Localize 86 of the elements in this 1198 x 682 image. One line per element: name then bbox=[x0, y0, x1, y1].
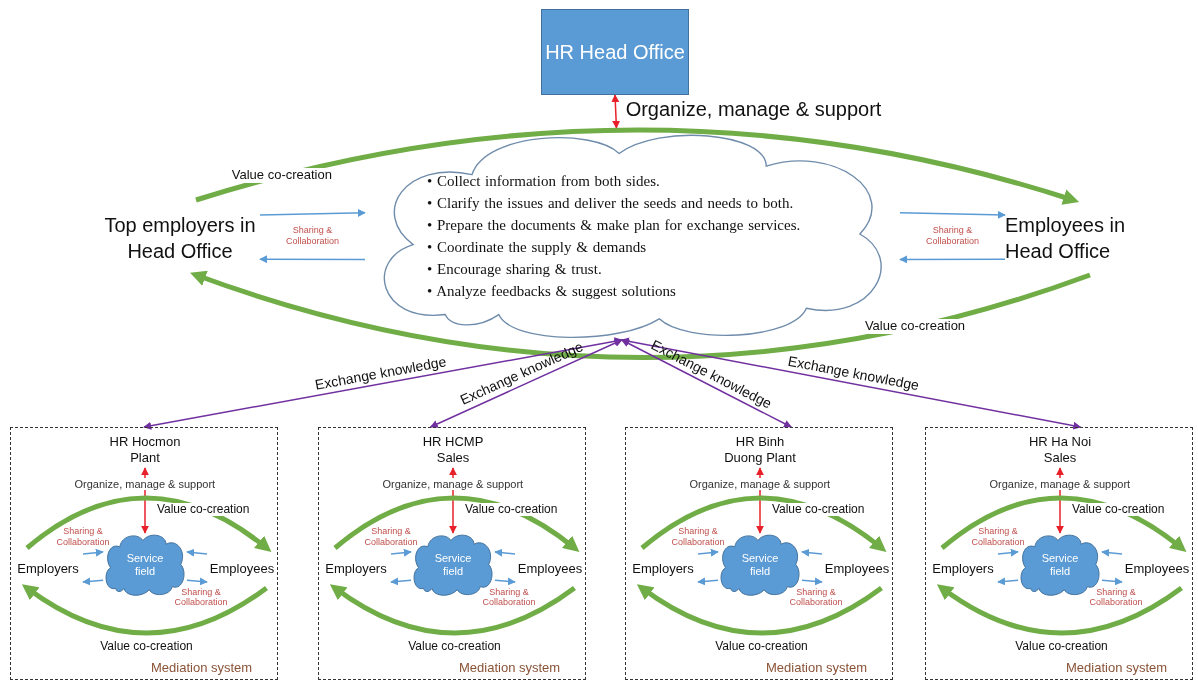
cloud-label: Service field bbox=[125, 551, 165, 578]
panel-title: HR Ha Noi Sales bbox=[1028, 434, 1092, 465]
role-label: Employees in Head Office bbox=[1005, 212, 1127, 264]
edge-label: Value co-creation bbox=[1069, 502, 1167, 517]
curved-arrow bbox=[636, 584, 883, 636]
arrow bbox=[82, 548, 104, 557]
arrow bbox=[494, 577, 516, 586]
double-arrow bbox=[429, 339, 623, 428]
arrow bbox=[259, 208, 366, 217]
curved-arrow bbox=[21, 584, 268, 636]
panel-title: HR Binh Duong Plant bbox=[724, 434, 796, 465]
edge-label: Organize, manage & support bbox=[380, 477, 526, 491]
role-label: Employees bbox=[517, 560, 583, 576]
role-label: Employers bbox=[17, 560, 79, 576]
edge-label: Organize, manage & support bbox=[987, 477, 1133, 491]
arrow bbox=[697, 577, 719, 586]
panel-caption: Mediation system bbox=[766, 660, 868, 675]
edge-label: Sharing & Collaboration bbox=[173, 586, 229, 608]
arrow bbox=[801, 548, 823, 557]
arrow bbox=[997, 548, 1019, 557]
arrow bbox=[390, 577, 412, 586]
edge-label: Sharing & Collaboration bbox=[1088, 586, 1144, 608]
role-label: Employers bbox=[325, 560, 387, 576]
arrow bbox=[494, 548, 516, 557]
curved-arrow bbox=[189, 270, 1091, 360]
curved-arrow bbox=[329, 584, 576, 636]
arrow bbox=[697, 548, 719, 557]
cloud-label: Service field bbox=[740, 551, 780, 578]
edge-label: Value co-creation bbox=[154, 502, 252, 517]
arrow bbox=[390, 548, 412, 557]
cloud-label: Service field bbox=[1040, 551, 1080, 578]
panel-caption: Mediation system bbox=[151, 660, 253, 675]
arrow bbox=[899, 210, 1006, 219]
bullet-item: • Collect information from both sides. bbox=[427, 172, 661, 191]
panel-caption: Mediation system bbox=[459, 660, 561, 675]
edge-label: Sharing & Collaboration bbox=[670, 526, 726, 548]
role-label: Top employers in Head Office bbox=[103, 212, 257, 264]
process-box: HR Head Office bbox=[541, 9, 689, 95]
curved-arrow bbox=[940, 495, 1187, 552]
edge-label: Sharing & Collaboration bbox=[924, 225, 980, 247]
bullet-item: • Coordinate the supply & demands bbox=[427, 238, 647, 257]
edge-label: Sharing & Collaboration bbox=[284, 225, 340, 247]
edge-label: Sharing & Collaboration bbox=[55, 526, 111, 548]
role-label: Employers bbox=[632, 560, 694, 576]
double-arrow bbox=[621, 339, 792, 428]
curved-arrow bbox=[25, 495, 272, 552]
arrow bbox=[186, 548, 208, 557]
panel-caption: Mediation system bbox=[1066, 660, 1168, 675]
role-label: Employers bbox=[932, 560, 994, 576]
curved-arrow bbox=[640, 495, 887, 552]
arrow bbox=[1101, 548, 1123, 557]
double-arrow bbox=[611, 94, 621, 129]
arrow bbox=[82, 577, 104, 586]
edge-label: Sharing & Collaboration bbox=[970, 526, 1026, 548]
bullet-item: • Clarify the issues and deliver the seeds and needs to both. bbox=[427, 194, 795, 213]
edge-label: Sharing & Collaboration bbox=[788, 586, 844, 608]
double-arrow bbox=[621, 337, 1082, 430]
edge-label: Value co-creation bbox=[462, 502, 560, 517]
curved-arrow bbox=[195, 127, 1080, 205]
bullet-item: • Encourage sharing & trust. bbox=[427, 260, 603, 279]
arrow bbox=[899, 255, 1006, 264]
edge-label: Exchange knowledge bbox=[313, 352, 449, 393]
bullet-item: • Prepare the documents & make plan for exchange services. bbox=[427, 216, 801, 235]
arrow bbox=[1101, 577, 1123, 586]
arrow bbox=[186, 577, 208, 586]
panel-title: HR HCMP Sales bbox=[422, 434, 484, 465]
edge-label: Sharing & Collaboration bbox=[481, 586, 537, 608]
cloud-label: Service field bbox=[433, 551, 473, 578]
edge-label: Value co-creation bbox=[862, 319, 968, 335]
arrow bbox=[997, 577, 1019, 586]
edge-label: Value co-creation bbox=[769, 502, 867, 517]
edge-label: Value co-creation bbox=[229, 168, 334, 184]
role-label: Employees bbox=[1124, 560, 1190, 576]
bullet-item: • Analyze feedbacks & suggest solutions bbox=[427, 282, 677, 301]
role-label: Employees bbox=[209, 560, 275, 576]
arrow bbox=[259, 255, 366, 264]
curved-arrow bbox=[333, 495, 580, 552]
panel-title: HR Hocmon Plant bbox=[109, 434, 181, 465]
arrow bbox=[801, 577, 823, 586]
edge-label: Organize, manage & support bbox=[72, 477, 218, 491]
edge-label: Sharing & Collaboration bbox=[363, 526, 419, 548]
edge-label: Organize, manage & support bbox=[687, 477, 833, 491]
role-label: Employees bbox=[824, 560, 890, 576]
edge-label: Organize, manage & support bbox=[623, 98, 884, 122]
curved-arrow bbox=[936, 584, 1183, 636]
double-arrow bbox=[143, 337, 623, 430]
